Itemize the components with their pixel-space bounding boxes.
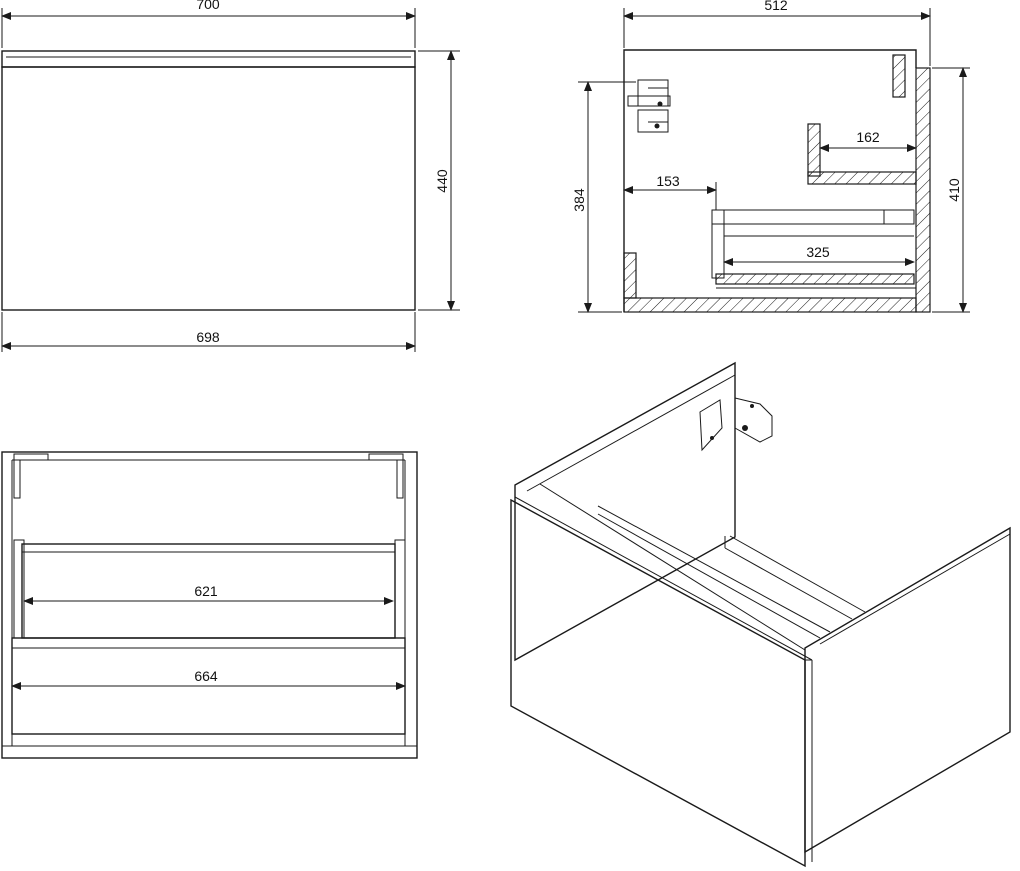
side-height-left-label: 384 bbox=[571, 188, 587, 212]
top-rail-section bbox=[892, 54, 906, 98]
lower-offset-label: 153 bbox=[656, 173, 680, 189]
front-view: 700 440 698 bbox=[1, 0, 460, 352]
wall-bracket-icon bbox=[699, 397, 773, 452]
upper-shelf-section bbox=[807, 171, 917, 185]
side-section-view: 512 384 410 162 153 325 bbox=[571, 0, 970, 313]
back-panel bbox=[514, 361, 736, 662]
front-door-panel bbox=[1, 66, 416, 311]
cabinet-outline bbox=[1, 451, 418, 759]
upper-shelf-back-section bbox=[807, 123, 821, 177]
bottom-width-label: 698 bbox=[196, 329, 220, 345]
inner-lower-width-label: 664 bbox=[194, 668, 218, 684]
top-panel bbox=[1, 50, 416, 68]
upper-depth-label: 162 bbox=[856, 129, 880, 145]
top-open-view: 621 664 bbox=[1, 451, 418, 759]
drawer-back bbox=[711, 209, 725, 279]
right-hinge-icon bbox=[368, 453, 404, 499]
right-side-panel bbox=[804, 526, 1011, 854]
front-height-label: 440 bbox=[434, 169, 450, 193]
left-hinge-icon bbox=[13, 453, 49, 499]
isometric-view bbox=[510, 361, 1011, 868]
inner-upper-width-label: 621 bbox=[194, 583, 218, 599]
bottom-panel-section bbox=[623, 297, 917, 313]
drawer-depth-label: 325 bbox=[806, 244, 830, 260]
back-panel-section bbox=[623, 252, 637, 299]
top-width-label: 700 bbox=[196, 0, 220, 12]
wall-bracket-icon bbox=[627, 79, 671, 133]
side-depth-label: 512 bbox=[764, 0, 788, 13]
drawer-bottom-section bbox=[715, 273, 915, 285]
drawer-front-face bbox=[510, 498, 806, 868]
side-height-right-label: 410 bbox=[946, 178, 962, 202]
side-panel-outline bbox=[623, 49, 917, 312]
front-door-section bbox=[915, 67, 931, 313]
